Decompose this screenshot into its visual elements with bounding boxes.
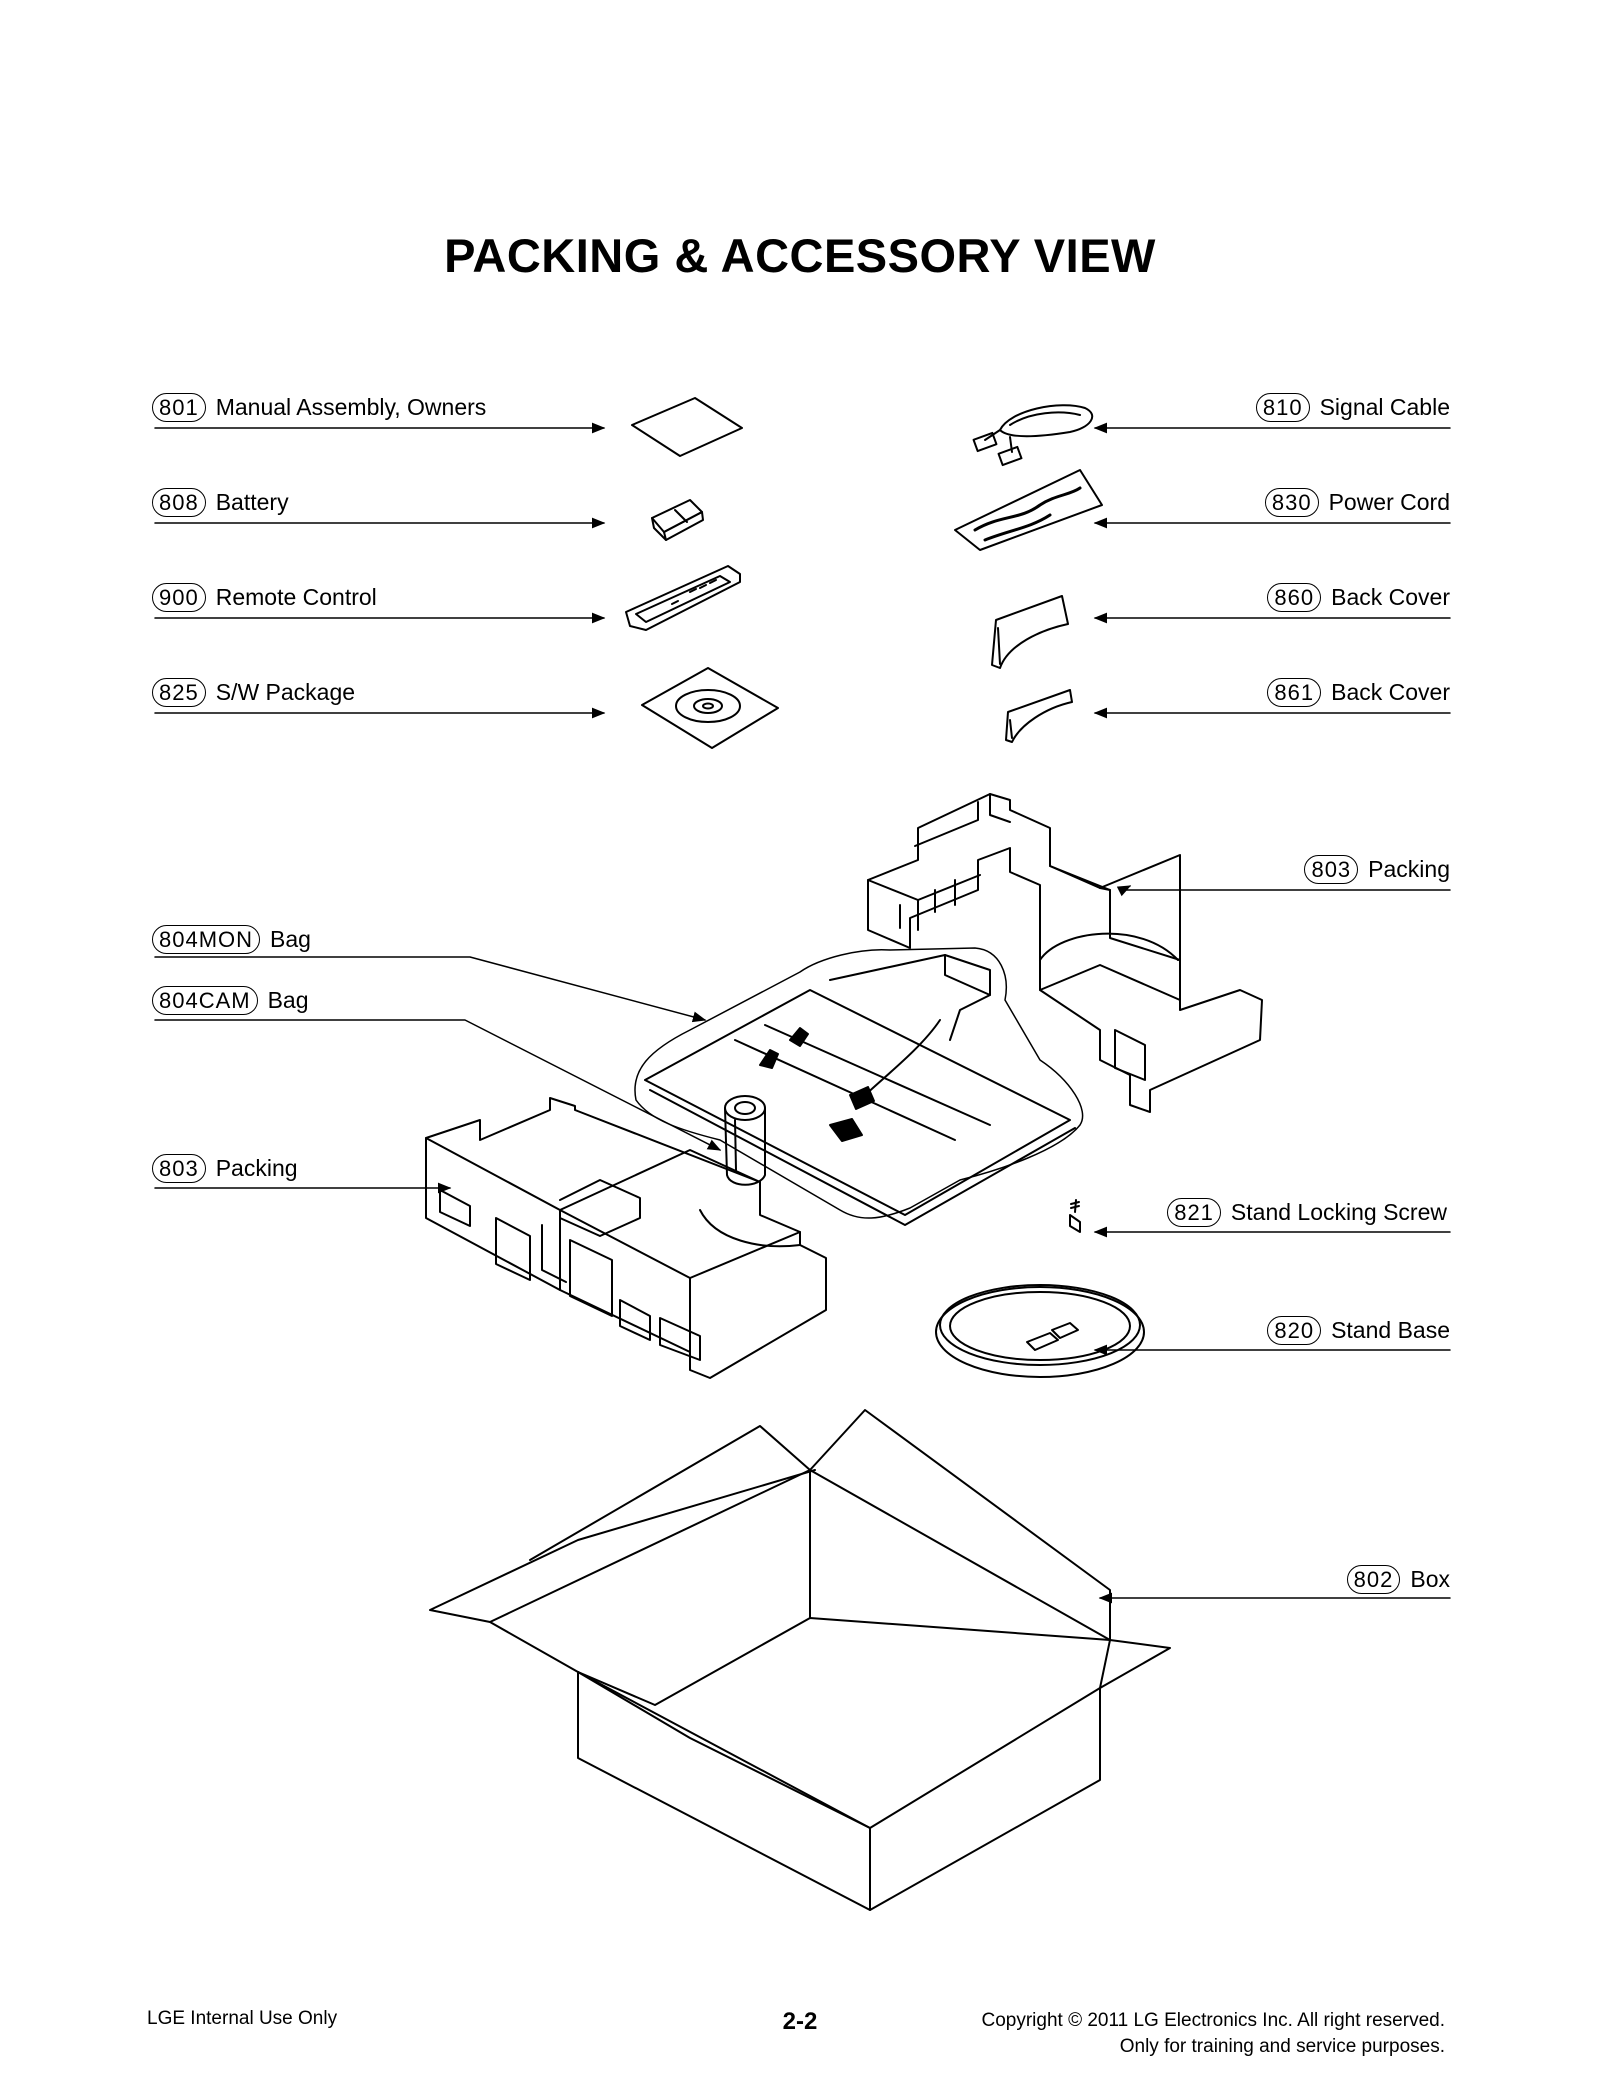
part-number-badge: 900 [152, 583, 206, 612]
power-cord-icon [954, 469, 1103, 551]
part-number-badge: 860 [1267, 583, 1322, 612]
callout-804cam-bag: 804CAM Bag [152, 986, 309, 1015]
callout-804mon-bag: 804MON Bag [152, 925, 311, 954]
back-cover-861-icon [1005, 689, 1073, 743]
part-label: Packing [1368, 856, 1450, 882]
part-number-badge: 820 [1267, 1316, 1322, 1345]
part-number-badge: 861 [1267, 678, 1322, 707]
callout-821-stand-screw: 821 Stand Locking Screw [1167, 1198, 1447, 1227]
part-number-badge: 804CAM [152, 986, 258, 1015]
part-label: Manual Assembly, Owners [215, 394, 487, 420]
signal-cable-icon [972, 404, 1094, 467]
back-cover-860-icon [991, 595, 1069, 669]
part-number-badge: 804MON [152, 925, 261, 954]
callout-820-stand-base: 820 Stand Base [1267, 1316, 1450, 1345]
callout-830-power-cord: 830 Power Cord [1264, 488, 1450, 517]
part-number-badge: 830 [1264, 488, 1319, 517]
usage-line: Only for training and service purposes. [1119, 2036, 1445, 2057]
manual-owners-icon [631, 397, 743, 457]
part-label: Stand Locking Screw [1230, 1199, 1447, 1225]
stand-locking-screw-icon [1069, 1199, 1081, 1233]
leader-lines [154, 422, 1451, 1604]
camera-in-bag-icon [724, 1095, 766, 1186]
part-number-badge: 808 [152, 488, 206, 517]
callout-808-battery: 808 Battery [152, 488, 289, 517]
copyright-line: Copyright © 2011 LG Electronics Inc. All… [981, 2010, 1445, 2031]
part-label: S/W Package [215, 679, 356, 705]
part-label: Back Cover [1331, 584, 1450, 610]
part-number-badge: 825 [152, 678, 206, 707]
callout-802-box: 802 Box [1346, 1565, 1450, 1594]
part-label: Signal Cable [1319, 394, 1450, 420]
part-label: Back Cover [1331, 679, 1450, 705]
footer-internal-use: LGE Internal Use Only [147, 2008, 338, 2029]
sw-package-cd-icon [641, 667, 779, 749]
box-icon [429, 1409, 1171, 1911]
remote-control-icon [625, 565, 741, 631]
callout-900-remote: 900 Remote Control [152, 583, 377, 612]
part-number-badge: 810 [1255, 393, 1310, 422]
callout-801-manual: 801 Manual Assembly, Owners [152, 393, 486, 422]
part-label: Box [1410, 1566, 1450, 1592]
part-number-badge: 803 [1304, 855, 1359, 884]
callout-825-sw-package: 825 S/W Package [152, 678, 355, 707]
callout-810-signal-cable: 810 Signal Cable [1255, 393, 1450, 422]
monitor-in-bag-icon [634, 947, 1084, 1226]
stand-base-icon [935, 1284, 1145, 1378]
part-number-badge: 803 [152, 1154, 206, 1183]
callout-803-packing-right: 803 Packing [1304, 855, 1450, 884]
packing-left-icon [425, 1097, 827, 1379]
footer-copyright: Copyright © 2011 LG Electronics Inc. All… [981, 2008, 1445, 2060]
part-number-badge: 821 [1167, 1198, 1221, 1227]
part-label: Bag [267, 987, 309, 1013]
callout-860-back-cover: 860 Back Cover [1267, 583, 1450, 612]
part-number-badge: 802 [1346, 1565, 1401, 1594]
callout-803-packing-left: 803 Packing [152, 1154, 298, 1183]
part-number-badge: 801 [152, 393, 206, 422]
part-label: Bag [270, 926, 311, 952]
packing-right-icon [867, 793, 1263, 1113]
battery-icon [651, 499, 704, 541]
part-label: Stand Base [1331, 1317, 1450, 1343]
page-number: 2-2 [782, 2008, 818, 2035]
part-label: Remote Control [215, 584, 377, 610]
callout-861-back-cover: 861 Back Cover [1267, 678, 1450, 707]
part-label: Battery [215, 489, 289, 515]
part-label: Packing [215, 1155, 298, 1181]
page-title: PACKING & ACCESSORY VIEW [444, 229, 1156, 282]
part-label: Power Cord [1328, 489, 1450, 515]
